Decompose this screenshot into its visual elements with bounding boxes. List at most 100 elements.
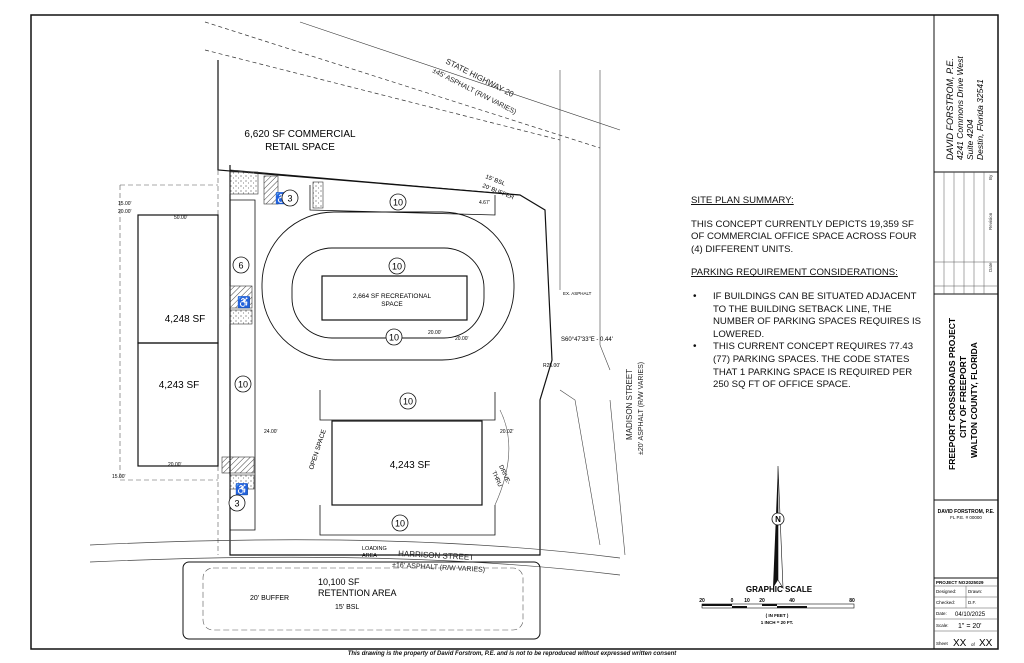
summary-body: THIS CONCEPT CURRENTLY DEPICTS 19,359 SF… (691, 218, 917, 255)
scale-tick: 0 (731, 598, 734, 604)
parking-count-label: 10 (403, 397, 413, 407)
landscape-island-nw (229, 171, 259, 195)
sheet-label: Sheet (936, 641, 949, 646)
revision-label: Revision (988, 212, 993, 230)
scale-tick: 20 (699, 598, 705, 604)
landscape-island-ne (312, 181, 324, 209)
building-west-south (137, 342, 219, 467)
engineer-name: DAVID FORSTROM, P.E. (945, 58, 955, 160)
building-west-north-label: 4,248 SF (165, 314, 206, 325)
drawn-label: Drawn: (968, 589, 982, 594)
asphalt-note: EX. ASPHALT (563, 291, 592, 296)
parking-count-circle (228, 494, 246, 512)
building-west-south-label: 4,243 SF (159, 380, 200, 391)
retention-area-inner (202, 567, 524, 631)
parking-central (319, 390, 496, 536)
harrison-street-label: HARRISON STREET (398, 549, 474, 562)
seal-line1: DAVID FORSTROM, P.E. (938, 509, 995, 515)
sheet-of: of (971, 642, 976, 647)
engineer-address-2: Suite 4204 (965, 119, 975, 160)
revision-date-label: Date (988, 262, 993, 272)
parking-count-circle (391, 514, 409, 532)
harrison-street (89, 539, 621, 576)
landscape-island-w (229, 309, 253, 325)
dimension-labels: 15.00' 20.00' 50.00' 20.00' 15.00' 24.00… (112, 200, 560, 480)
parking-column-west (230, 199, 256, 531)
checked-value: D.F. (968, 600, 976, 605)
north-arrow-label: N (775, 515, 781, 524)
loading-label-2: AREA (362, 553, 377, 559)
loading-label-1: LOADING (362, 546, 387, 552)
property-boundary (217, 60, 553, 556)
engineer-address-3: Destin, Florida 32541 (975, 79, 985, 160)
scale-label: Scale: (936, 623, 949, 628)
designed-label: Designed: (936, 589, 956, 594)
revision-block (934, 172, 998, 294)
scale-tick: 40 (789, 598, 795, 604)
parking-count-label: 10 (238, 380, 248, 390)
dim-label: 20.00' (455, 336, 469, 342)
parking-count-label: 6 (238, 261, 243, 271)
title-block: PROJECT NO: 2025029 Designed: Drawn: Che… (934, 580, 998, 649)
graphic-scale: GRAPHIC SCALE 20 0 10 20 40 80 ( IN FEET… (699, 585, 855, 625)
parking-count-label: 3 (287, 194, 292, 204)
parking-bullet: IF BUILDINGS CAN BE SITUATED ADJACENT TO… (691, 291, 926, 341)
parking-count-circle (399, 392, 417, 410)
parking-count-label: 10 (393, 198, 403, 208)
dim-label: 15.00' (112, 474, 126, 480)
checked-label: Checked: (936, 600, 955, 605)
parking-count-circle (232, 256, 250, 274)
ada-stall-north (263, 175, 279, 205)
state-highway-row (204, 21, 621, 149)
commercial-retail-label-2: RETAIL SPACE (265, 142, 335, 153)
open-space-label: OPEN SPACE (308, 428, 328, 471)
parking-bullet: THIS CURRENT CONCEPT REQUIRES 77.43 (77)… (691, 341, 926, 391)
parking-count-circle (388, 257, 406, 275)
commercial-retail-label-1: 6,620 SF COMMERCIAL (244, 129, 356, 140)
recreational-label-1: 2,664 SF RECREATIONAL (353, 293, 432, 300)
scale-tick: 10 (744, 598, 750, 604)
ada-stall-west (229, 285, 253, 309)
summary-heading: SITE PLAN SUMMARY: (691, 195, 794, 206)
dim-label: 4.67' (479, 200, 490, 206)
dim-label: 20.00' (168, 462, 182, 468)
engineer-info: DAVID FORSTROM, P.E. 4241 Commons Drive … (945, 56, 985, 160)
madison-street-asphalt: ±20' ASPHALT (R/W VARIES) (638, 362, 645, 455)
project-no-label: PROJECT NO: (936, 580, 967, 585)
dim-label: R25.00' (543, 363, 560, 369)
recreational-building (321, 275, 468, 321)
date-label: Date: (936, 611, 947, 616)
parking-row-north (229, 169, 521, 216)
dim-label: 20.00' (118, 209, 132, 215)
project-title: FREEPORT CROSSROADS PROJECT CITY OF FREE… (947, 317, 979, 470)
madison-street-label: MADISON STREET (625, 369, 634, 440)
scale-tick: 80 (849, 598, 855, 604)
buffer-bottom-buffer: 20' BUFFER (250, 595, 289, 602)
parking-count-circle (234, 375, 252, 393)
ada-stall-southwest (221, 456, 255, 474)
copyright-note: This drawing is the property of David Fo… (347, 651, 677, 657)
revision-by-label: By (988, 174, 993, 180)
site-plan-summary: SITE PLAN SUMMARY: THIS CONCEPT CURRENTL… (691, 195, 926, 392)
ada-symbol-west: ♿ (237, 296, 251, 309)
dim-label: 50.00' (174, 215, 188, 221)
dim-label: 20.00' (428, 330, 442, 336)
parking-count-markers: 10 10 10 10 10 10 6 3 3 (228, 189, 417, 532)
project-title-line3: WALTON COUNTY, FLORIDA (969, 342, 979, 458)
north-arrow[interactable]: N (771, 465, 785, 590)
parking-count-circle (385, 328, 403, 346)
date-value: 04/10/2025 (955, 612, 986, 618)
scale-value: 1" = 20' (958, 623, 981, 630)
dim-label: 15.00' (118, 201, 132, 207)
landscape-island-sw (229, 474, 255, 490)
ada-symbol-southwest: ♿ (235, 483, 249, 496)
project-title-line1: FREEPORT CROSSROADS PROJECT (947, 317, 957, 470)
retention-label-1: 10,100 SF (318, 577, 360, 587)
dim-label: 24.00' (264, 429, 278, 435)
parking-count-circle (389, 193, 407, 211)
parking-count-label: 3 (234, 499, 239, 509)
sheet-border (30, 14, 999, 650)
recreational-ring-outer (261, 211, 515, 361)
bearing-label: S60°47'33"E - 0.44' (561, 337, 613, 343)
